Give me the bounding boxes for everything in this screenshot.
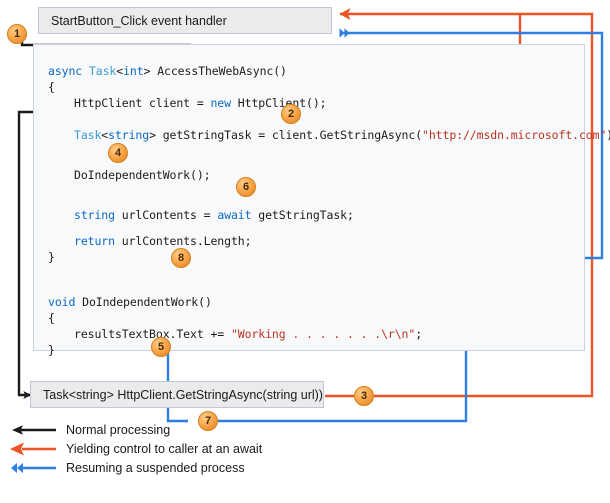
code-line-4: Task<string> getStringTask = client.GetS… [74, 128, 610, 142]
code-line-3: HttpClient client = new HttpClient(); [74, 96, 327, 110]
code-line-2: { [48, 80, 55, 94]
box-httpclient-getstringasync[interactable]: Task<string> HttpClient.GetStringAsync(s… [30, 381, 324, 408]
code-line-10: { [48, 311, 55, 325]
code-panel: async Task<int> AccessTheWebAsync() { Ht… [33, 44, 610, 357]
resuming-process-arrow-icon [8, 461, 58, 475]
code-line-9: void DoIndependentWork() [48, 295, 212, 309]
step-marker-4[interactable]: 4 [108, 143, 128, 163]
box-startbutton-click-handler[interactable]: StartButton_Click event handler [38, 7, 332, 34]
step-marker-6[interactable]: 6 [236, 177, 256, 197]
legend-row-resume: Resuming a suspended process [8, 458, 328, 477]
box-handler-label: StartButton_Click event handler [51, 13, 227, 28]
box-getstring-label: Task<string> HttpClient.GetStringAsync(s… [43, 387, 323, 402]
legend-row-normal: Normal processing [8, 420, 328, 439]
legend-row-yield: Yielding control to caller at an await [8, 439, 328, 458]
code-line-12: } [48, 343, 55, 357]
normal-processing-arrow-icon [8, 423, 58, 437]
step-marker-8[interactable]: 8 [171, 248, 191, 268]
legend-label-normal: Normal processing [66, 422, 171, 437]
code-line-8: } [48, 250, 55, 264]
step-marker-1[interactable]: 1 [7, 24, 27, 44]
legend-label-resume: Resuming a suspended process [66, 460, 245, 475]
step-marker-3[interactable]: 3 [354, 386, 374, 406]
step-marker-7[interactable]: 7 [198, 411, 218, 431]
code-line-6: string urlContents = await getStringTask… [74, 208, 354, 222]
code-line-11: resultsTextBox.Text += "Working . . . . … [74, 327, 423, 341]
code-line-1: async Task<int> AccessTheWebAsync() [48, 64, 287, 78]
legend: Normal processing Yielding control to ca… [8, 420, 328, 477]
code-line-7: return urlContents.Length; [74, 234, 252, 248]
step-marker-5[interactable]: 5 [151, 337, 171, 357]
yielding-control-arrow-icon [8, 442, 58, 456]
code-line-5: DoIndependentWork(); [74, 168, 211, 182]
legend-label-yield: Yielding control to caller at an await [66, 441, 263, 456]
step-marker-2[interactable]: 2 [281, 104, 301, 124]
